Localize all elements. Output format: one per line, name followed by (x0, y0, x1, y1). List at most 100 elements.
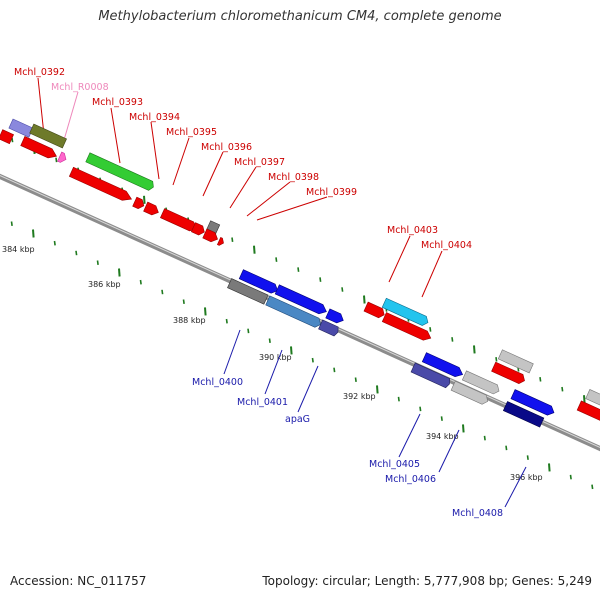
label-apag[interactable]: apaG (285, 414, 310, 425)
minor-tick (275, 257, 278, 262)
label-mchl-0401[interactable]: Mchl_0401 (237, 397, 288, 408)
minor-tick (10, 221, 13, 227)
label-mchl-0393[interactable]: Mchl_0393 (92, 97, 143, 108)
feature-mchl-0398[interactable] (202, 228, 220, 244)
minor-tick (161, 289, 164, 295)
label-mchl-0404[interactable]: Mchl_0404 (421, 240, 472, 251)
label-mchl-0398[interactable]: Mchl_0398 (268, 172, 319, 183)
minor-tick (139, 279, 142, 285)
leader-mchl-0400 (223, 329, 241, 375)
minor-tick (591, 484, 594, 490)
leader-mchl-0404 (421, 250, 443, 298)
feature-mchl-0404[interactable] (381, 312, 433, 343)
minor-tick (429, 327, 432, 332)
feature-mchl-0395[interactable] (143, 201, 161, 217)
major-tick (376, 385, 379, 394)
scale-label-390: 390 kbp (259, 353, 292, 362)
bottom-gene-labels: Mchl_0400 Mchl_0401 apaG Mchl_0405 Mchl_… (192, 377, 503, 519)
feature-mchl-0400-gray[interactable] (227, 278, 269, 305)
leader-mchl-0398 (246, 181, 291, 217)
label-mchl-0408[interactable]: Mchl_0408 (452, 508, 503, 519)
minor-tick (225, 318, 228, 324)
minor-tick (397, 396, 400, 402)
major-tick (253, 245, 256, 254)
minor-tick (75, 250, 78, 256)
scale-label-386: 386 kbp (88, 280, 121, 289)
leader-mchl-0406 (438, 429, 460, 473)
feature-mchl-0408[interactable] (502, 401, 545, 428)
feature-mchl-0401-steel[interactable] (265, 295, 323, 329)
label-mchl-0392[interactable]: Mchl_0392 (14, 67, 65, 78)
feature-red-under-0392[interactable] (20, 136, 59, 160)
major-tick (473, 345, 476, 354)
leader-mchl-0403 (388, 235, 411, 283)
scale-label-388: 388 kbp (173, 316, 206, 325)
leader-mchl-0395 (172, 137, 190, 186)
major-tick (363, 295, 366, 304)
leader-apag (297, 365, 319, 413)
minor-tick (354, 377, 357, 383)
feature-partial-red-right[interactable] (576, 400, 600, 423)
leader-mchl-0408 (504, 466, 527, 508)
feature-mchl-0393[interactable] (85, 152, 156, 192)
scale-label-396: 396 kbp (510, 473, 543, 482)
feature-red-0397[interactable] (190, 222, 206, 237)
leader-mchl-0397 (229, 166, 257, 209)
feature-gray-0407[interactable] (497, 349, 534, 374)
accession-text: Accession: NC_011757 (10, 574, 147, 588)
feature-mchl-0394[interactable] (132, 196, 146, 210)
feature-apag[interactable] (325, 308, 346, 325)
label-mchl-0394[interactable]: Mchl_0394 (129, 112, 180, 123)
feature-mchl-r0008[interactable] (57, 151, 69, 164)
label-mchl-0400[interactable]: Mchl_0400 (192, 377, 243, 388)
label-mchl-0403[interactable]: Mchl_0403 (387, 225, 438, 236)
label-mchl-0395[interactable]: Mchl_0395 (166, 127, 217, 138)
label-mchl-r0008[interactable]: Mchl_R0008 (51, 82, 109, 93)
feature-mchl-0392[interactable] (29, 123, 67, 149)
scale-label-392: 392 kbp (343, 392, 376, 401)
genome-summary-text: Topology: circular; Length: 5,777,908 bp… (262, 574, 592, 588)
feature-mchl-0400[interactable] (238, 269, 280, 296)
leader-mchl-0392 (37, 77, 45, 136)
gene-features (0, 118, 600, 428)
leader-mchl-0405 (398, 413, 421, 458)
feature-mchl-0401[interactable] (274, 284, 328, 316)
label-mchl-0397[interactable]: Mchl_0397 (234, 157, 285, 168)
feature-mchl-0403[interactable] (381, 297, 430, 327)
feature-partial-red-left[interactable] (0, 129, 14, 145)
feature-mchl-0408-blue[interactable] (510, 389, 556, 418)
leader-mchl-0394 (150, 121, 160, 180)
bottom-leader-lines (223, 329, 527, 508)
minor-tick (311, 357, 314, 363)
feature-mchl-0405-slate[interactable] (410, 362, 452, 389)
feature-red-0403[interactable] (363, 301, 386, 319)
feature-red-main[interactable] (68, 166, 133, 203)
minor-tick (440, 416, 443, 421)
label-mchl-0406[interactable]: Mchl_0406 (385, 474, 436, 485)
major-tick (204, 307, 207, 316)
tick-track-lower (10, 221, 594, 490)
label-mchl-0399[interactable]: Mchl_0399 (306, 187, 357, 198)
feature-gray-0406-upper[interactable] (461, 370, 501, 396)
minor-tick (561, 386, 564, 392)
feature-red-0407[interactable] (491, 361, 527, 385)
minor-tick (505, 445, 508, 451)
feature-partial-gray-right[interactable] (585, 389, 600, 412)
major-tick (290, 346, 293, 355)
label-mchl-0396[interactable]: Mchl_0396 (201, 142, 252, 153)
scale-label-394: 394 kbp (426, 432, 459, 441)
feature-mchl-0405[interactable] (421, 352, 464, 379)
minor-tick (451, 337, 454, 342)
minor-tick (53, 240, 56, 246)
minor-tick (182, 299, 185, 305)
feature-mchl-0406[interactable] (450, 380, 490, 406)
minor-tick (419, 406, 422, 412)
label-mchl-0405[interactable]: Mchl_0405 (369, 459, 420, 470)
feature-apag-slate[interactable] (318, 319, 340, 337)
leader-mchl-0396 (202, 151, 224, 197)
minor-tick (569, 474, 572, 480)
feature-mchl-0399[interactable] (216, 236, 225, 246)
minor-tick (247, 328, 250, 334)
minor-tick (297, 267, 300, 272)
